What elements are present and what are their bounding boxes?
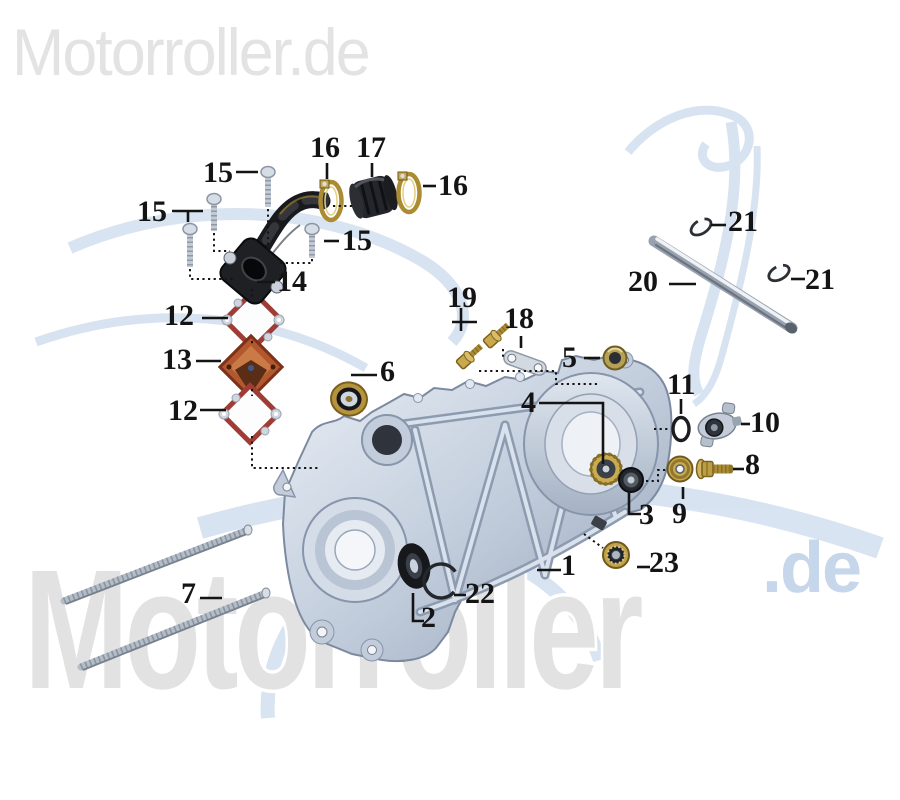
callout-label-16-1: 16 (310, 131, 340, 164)
bolt-19-a (482, 322, 510, 349)
bolt-19-b (455, 343, 483, 370)
upper-boss-bore (372, 425, 402, 455)
crank-bore-hole (334, 529, 376, 571)
rubber-sleeve-17 (349, 175, 398, 219)
callout-label-14-6: 14 (277, 265, 307, 298)
screw-15-a (260, 165, 276, 207)
callout-label-17-2: 17 (356, 131, 386, 164)
callout-label-23-24: 23 (649, 546, 679, 579)
callout-label-15-5: 15 (342, 224, 372, 257)
top-watermark-logo: Motorroller.de (12, 15, 371, 89)
callout-label-4-14: 4 (521, 386, 536, 419)
clip-21-b (767, 263, 791, 283)
callout-label-19-11: 19 (447, 281, 477, 314)
callout-label-10-19: 10 (750, 406, 780, 439)
clip-21-a (689, 217, 713, 237)
crankcase-half (273, 351, 673, 663)
bottom-watermark-suffix: .de (762, 528, 860, 608)
bolt-boss-b (465, 379, 475, 389)
screw-15-c (182, 222, 198, 267)
callout-label-20-15: 20 (628, 265, 658, 298)
bearing-23 (602, 541, 630, 569)
stud-7-b (77, 587, 271, 671)
callout-label-8-20: 8 (745, 448, 760, 481)
reed-valve-13 (217, 333, 285, 401)
callout-label-13-8: 13 (162, 343, 192, 376)
washer-9 (666, 455, 694, 483)
callout-label-11-18: 11 (667, 368, 696, 401)
callout-label-5-13: 5 (562, 341, 577, 374)
callout-label-21-16: 21 (728, 205, 758, 238)
hose-clamp-16-left (318, 179, 344, 223)
stud-7-a (60, 524, 253, 605)
callout-label-15-4: 15 (137, 195, 167, 228)
hose-clamp-16-right (396, 171, 422, 215)
mount-tab-bottom-b-hole (367, 645, 377, 655)
screw-15-d (304, 222, 320, 258)
bearing-6 (330, 381, 368, 417)
kick-gear-3 (589, 452, 623, 486)
callout-label-7-27: 7 (181, 577, 196, 610)
bolt-boss-c (515, 372, 525, 382)
bushing-5 (602, 345, 628, 371)
oil-pump-10 (697, 402, 742, 448)
oil-seal-3 (618, 467, 644, 493)
callout-label-18-12: 18 (504, 302, 534, 335)
o-ring-11 (671, 415, 691, 443)
mount-ear-left-hole (282, 482, 292, 492)
bolt-8 (695, 458, 734, 480)
callout-label-22-25: 22 (465, 577, 495, 610)
callout-label-21-17: 21 (805, 263, 835, 296)
oil-seal-2 (397, 543, 431, 589)
mount-tab-bottom-a-hole (316, 626, 328, 638)
dotted-leaders (189, 205, 670, 549)
callout-label-12-9: 12 (168, 394, 198, 427)
callout-label-9-21: 9 (672, 497, 687, 530)
callout-label-12-7: 12 (164, 299, 194, 332)
intake-manifold-14 (219, 191, 331, 305)
callout-label-15-0: 15 (203, 156, 233, 189)
callout-label-6-10: 6 (380, 355, 395, 388)
callout-label-1-23: 1 (561, 549, 576, 582)
callout-label-2-26: 2 (421, 601, 436, 634)
bolt-boss-a (413, 393, 423, 403)
bracket-18 (503, 350, 547, 376)
kick-shaft-nub (591, 515, 607, 531)
circlip-22 (422, 562, 460, 600)
callout-label-3-22: 3 (639, 498, 654, 531)
screw-15-b (206, 192, 222, 231)
gasket-12-lower (218, 382, 282, 446)
leader-lines (172, 163, 805, 623)
callout-label-16-3: 16 (438, 169, 468, 202)
dowel-shaft-20 (648, 235, 798, 334)
